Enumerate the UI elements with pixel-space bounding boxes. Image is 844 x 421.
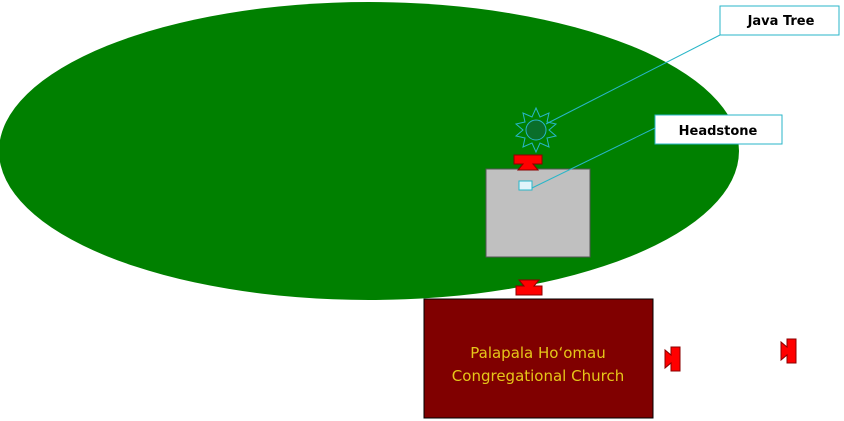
camera-icon — [513, 154, 543, 171]
lawn-area — [0, 2, 739, 300]
camera-icon — [664, 346, 681, 372]
headstone-icon — [518, 180, 533, 191]
church-building — [423, 298, 654, 419]
church-name-line-2: Congregational Church — [452, 367, 624, 385]
headstone-callout-line — [531, 127, 656, 189]
java-tree-callout: Java Tree — [719, 5, 840, 36]
camera-icon — [780, 338, 797, 364]
headstone-label: Headstone — [679, 124, 758, 139]
camera-icon — [515, 279, 543, 296]
church-name-line-1: Palapala Hoʻomau — [470, 344, 605, 362]
java-tree-callout-line — [545, 34, 721, 125]
java-tree-label: Java Tree — [747, 14, 815, 29]
grave-plot — [485, 168, 591, 258]
tree-icon — [514, 106, 558, 154]
headstone-callout: Headstone — [654, 114, 783, 145]
